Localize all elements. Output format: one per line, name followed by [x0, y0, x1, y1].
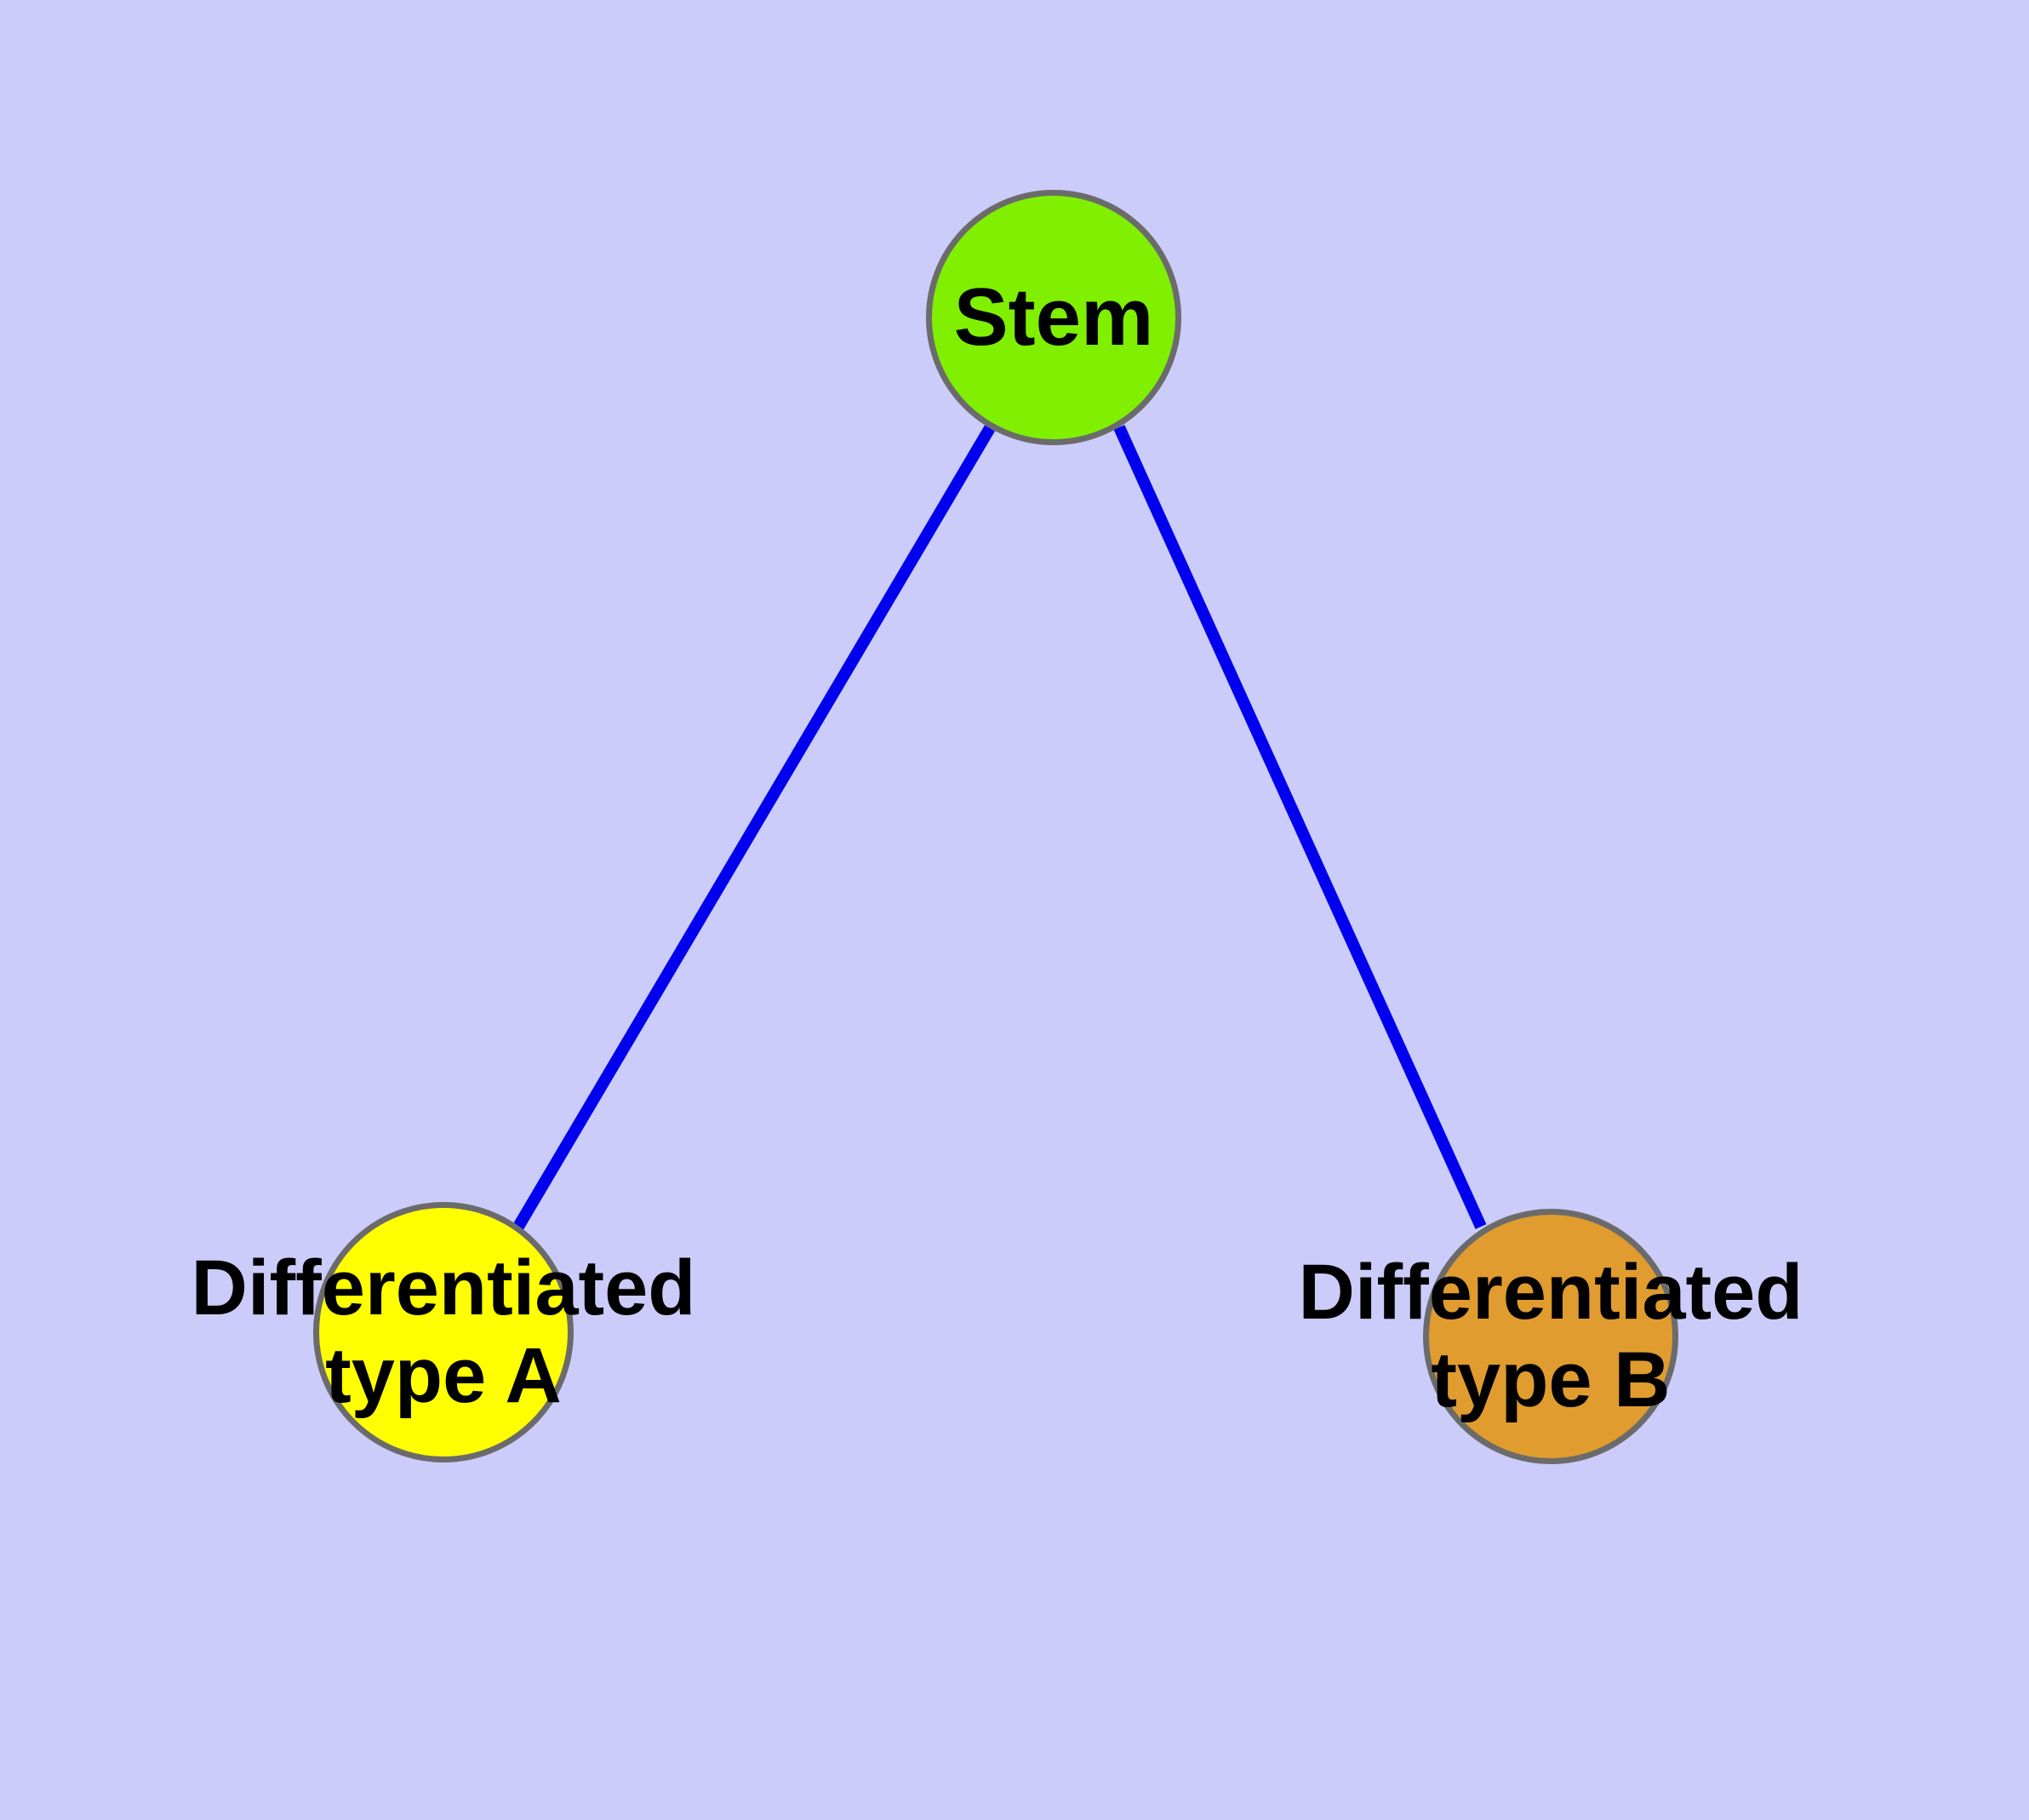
graph-edge-stem-to-diff-a[interactable] [512, 425, 996, 1230]
edge-layer [512, 425, 1487, 1230]
node-layer [313, 190, 1678, 1464]
graph-node-diff-a[interactable] [313, 1202, 574, 1462]
graph-node-diff-b[interactable] [1423, 1209, 1678, 1464]
graph-edge-stem-to-diff-b[interactable] [1113, 425, 1487, 1229]
graph-node-stem[interactable] [926, 190, 1181, 445]
